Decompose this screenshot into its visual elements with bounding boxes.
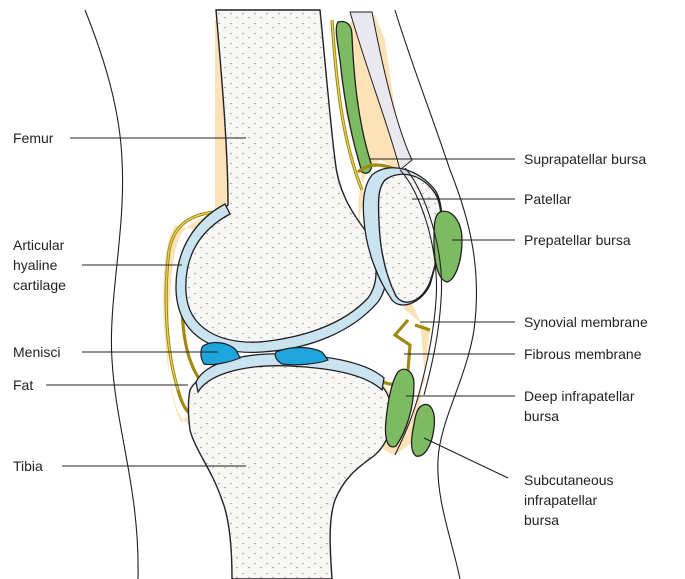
label-menisci: Menisci [13, 344, 60, 360]
label-subcut-3: bursa [524, 512, 559, 528]
meniscus-anterior [275, 348, 328, 365]
leader-subcut [424, 438, 508, 478]
label-articular-2: hyaline [13, 257, 58, 273]
prepatellar-bursa-shape [434, 211, 462, 282]
label-fat: Fat [13, 377, 33, 393]
label-deep-2: bursa [524, 408, 559, 424]
label-patellar: Patellar [524, 191, 572, 207]
label-subcut-2: infrapatellar [524, 492, 597, 508]
label-fibrous: Fibrous membrane [524, 346, 642, 362]
label-femur: Femur [13, 130, 54, 146]
skin-outline-posterior [85, 10, 138, 579]
label-articular-1: Articular [13, 237, 65, 253]
label-subcut-1: Subcutaneous [524, 472, 614, 488]
tibia-texture [189, 362, 393, 579]
label-tibia: Tibia [13, 458, 43, 474]
label-synovial: Synovial membrane [524, 314, 648, 330]
label-deep-1: Deep infrapatellar [524, 388, 635, 404]
label-suprapatellar: Suprapatellar bursa [524, 151, 646, 167]
label-articular-3: cartilage [13, 277, 66, 293]
label-prepatellar: Prepatellar bursa [524, 232, 631, 248]
